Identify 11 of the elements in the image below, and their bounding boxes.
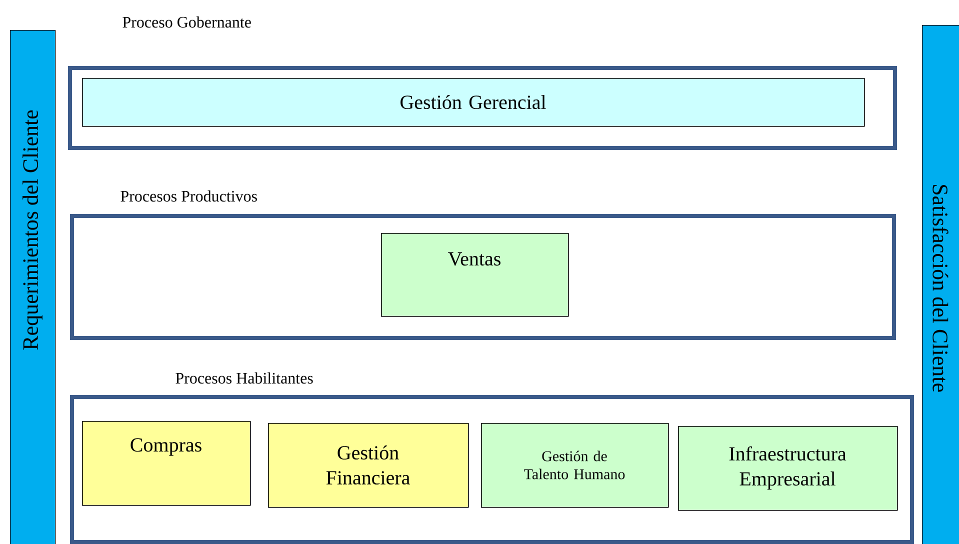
group-heading: Procesos Habilitantes — [176, 372, 313, 384]
process-box: Compras — [82, 421, 251, 506]
process-box: Infraestructura Empresarial — [678, 426, 898, 511]
group-heading: Procesos Productivos — [120, 190, 257, 202]
process-box: Gestión Financiera — [268, 423, 469, 508]
side-bar: Requerimientos del Cliente — [10, 30, 56, 544]
process-box: Gestión de Talento Humano — [481, 423, 669, 508]
process-box: Ventas — [381, 233, 569, 317]
group-heading: Proceso Gobernante — [122, 16, 251, 28]
process-box: Gestión Gerencial — [82, 78, 865, 127]
side-bar: Satisfacción del Cliente — [922, 25, 959, 544]
